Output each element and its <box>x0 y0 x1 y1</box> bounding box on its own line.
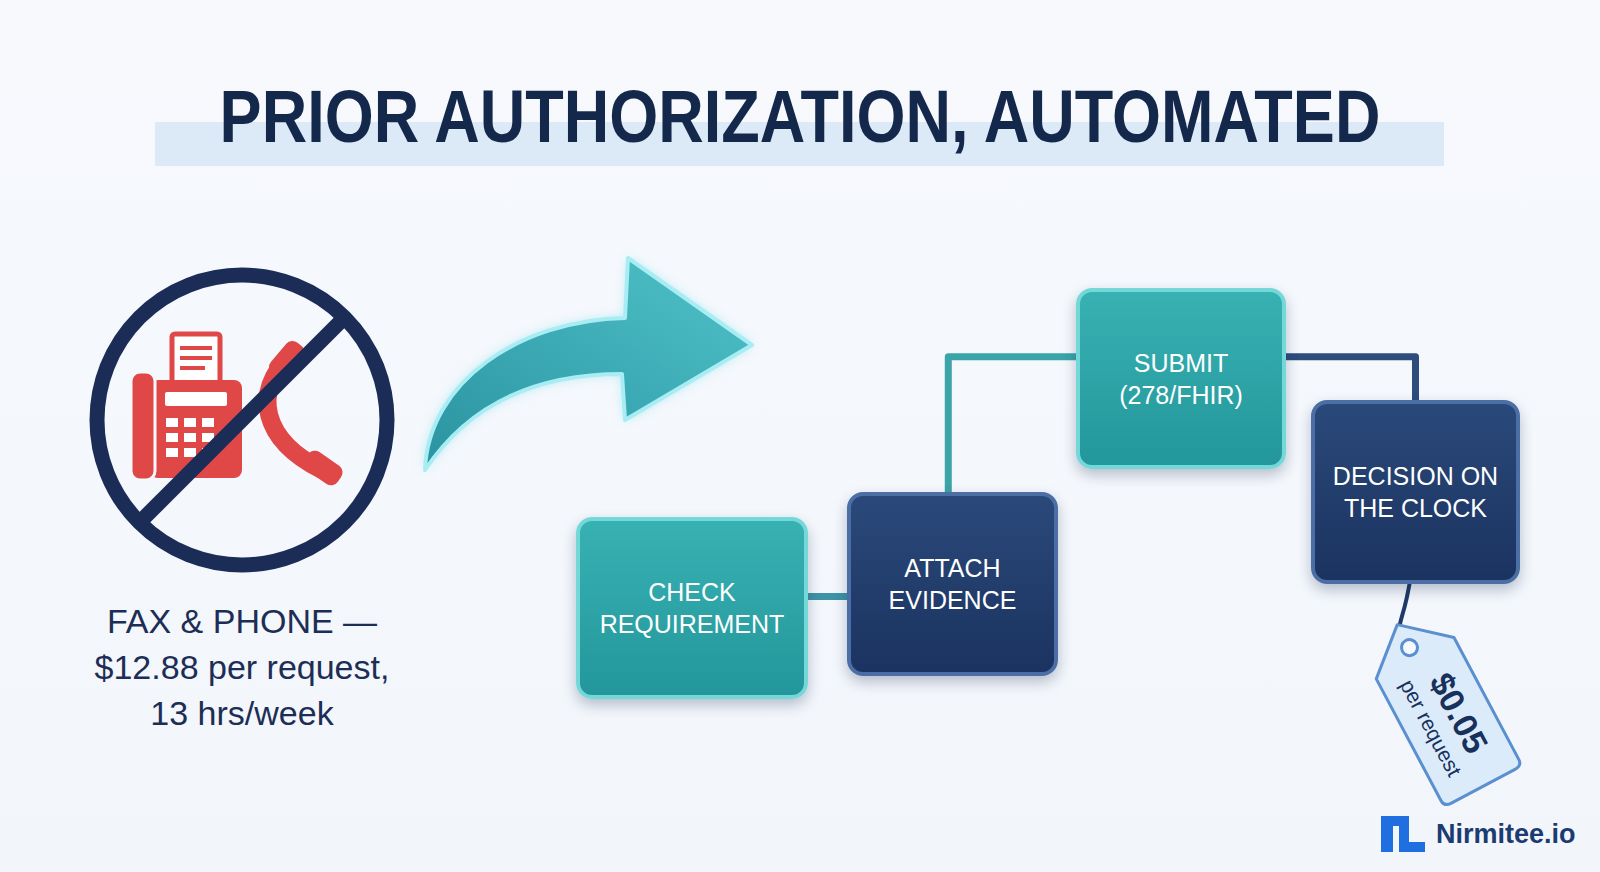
process-box: SUBMIT (278/FHIR) <box>1076 288 1286 469</box>
key <box>184 433 196 442</box>
tag-shape <box>1358 604 1522 807</box>
paper-line <box>180 366 205 370</box>
cost-caption: FAX & PHONE — $12.88 per request, 13 hrs… <box>77 598 407 736</box>
tag-hole <box>1399 637 1421 659</box>
key <box>184 448 196 457</box>
flow-connector <box>1286 357 1416 400</box>
brand-logo: Nirmitee.io <box>1436 816 1596 852</box>
process-box: CHECK REQUIREMENT <box>576 517 808 699</box>
fax-handset <box>131 372 155 480</box>
node-text: SUBMIT (278/FHIR) <box>1096 347 1266 411</box>
key <box>166 418 178 427</box>
process-box: DECISION ON THE CLOCK <box>1311 400 1520 584</box>
logo-bar <box>1399 842 1425 852</box>
paper-line <box>180 356 212 360</box>
handset-mouthpiece <box>300 448 345 489</box>
prohibition-slash <box>140 318 344 522</box>
key <box>202 418 214 427</box>
diagram-title: PRIOR AUTHORIZATION, AUTOMATED <box>0 69 1600 163</box>
process-box: ATTACH EVIDENCE <box>847 492 1058 676</box>
node-text: ATTACH EVIDENCE <box>867 552 1038 616</box>
fax-display <box>165 392 227 406</box>
key <box>184 418 196 427</box>
flow-connector <box>808 593 847 600</box>
arrow-glow <box>425 258 752 470</box>
paper-line <box>180 346 212 350</box>
node-text: CHECK REQUIREMENT <box>596 576 788 640</box>
key <box>166 448 178 457</box>
logo-mark <box>1381 816 1425 852</box>
node-text: DECISION ON THE CLOCK <box>1331 460 1500 524</box>
key <box>166 433 178 442</box>
prohibition-circle <box>97 275 387 565</box>
price-tag: $0.05per request <box>1353 599 1527 812</box>
fax-icon <box>131 334 242 480</box>
flow-connector <box>948 357 1076 492</box>
transition-arrow <box>425 258 752 470</box>
